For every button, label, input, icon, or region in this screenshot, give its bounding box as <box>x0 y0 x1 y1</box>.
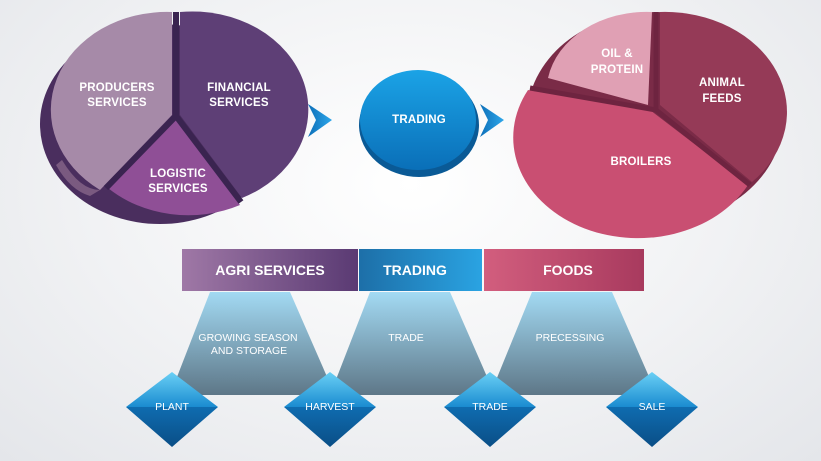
diamond-trade-top <box>444 372 536 407</box>
growing-season-label: AND STORAGE <box>211 345 287 357</box>
trade-cone-label: TRADE <box>388 332 424 344</box>
trading-bar <box>359 249 482 291</box>
left-pie-chart <box>40 11 309 224</box>
sale-label: SALE <box>639 401 666 413</box>
diamond-trade-bottom <box>444 407 536 447</box>
diamond-sale <box>606 372 698 447</box>
right-pie-chart <box>513 11 787 239</box>
chevron-right-icon <box>308 104 332 137</box>
plant-label: PLANT <box>155 401 189 413</box>
agri-services-bar <box>182 249 358 291</box>
financial-services-label: FINANCIAL <box>207 82 271 94</box>
oil-protein-slice <box>548 11 652 105</box>
logistic-services-label: SERVICES <box>148 183 208 195</box>
broilers-slice <box>513 90 748 239</box>
diamond-plant-top <box>126 372 218 407</box>
diamond-sale-top <box>606 372 698 407</box>
processing-label: PRECESSING <box>536 332 605 344</box>
center-trading-label: TRADING <box>392 114 446 126</box>
foods-bar <box>484 249 644 291</box>
oil-protein-label: PROTEIN <box>591 64 644 76</box>
producers-services-label: SERVICES <box>87 97 147 109</box>
trading-header: TRADING <box>383 262 447 278</box>
chevron-right-icon <box>480 104 504 137</box>
producers-services-label: PRODUCERS <box>79 82 154 94</box>
diamond-plant-bottom <box>126 407 218 447</box>
cone-trade <box>330 292 495 395</box>
diamond-sale-bottom <box>606 407 698 447</box>
agri-services-header: AGRI SERVICES <box>215 262 324 278</box>
producers-services-slice-edge <box>56 160 100 196</box>
logistic-services-slice <box>108 118 240 216</box>
left-pie-divider <box>103 12 244 204</box>
animal-feeds-label: ANIMAL <box>699 77 745 89</box>
right-pie-divider <box>529 12 752 187</box>
trading-ball <box>360 70 476 170</box>
financial-services-label: SERVICES <box>209 97 269 109</box>
oil-protein-label: OIL & <box>601 48 632 60</box>
diamond-harvest-top <box>284 372 376 407</box>
animal-feeds-label: FEEDS <box>702 93 741 105</box>
animal-feeds-slice <box>660 11 787 182</box>
logistic-services-label: LOGISTIC <box>150 168 206 180</box>
producers-services-slice <box>50 11 173 191</box>
cone-processing <box>490 292 657 395</box>
harvest-label: HARVEST <box>305 401 355 413</box>
foods-header: FOODS <box>543 262 593 278</box>
cone-growing-season <box>170 292 335 395</box>
diamond-harvest-bottom <box>284 407 376 447</box>
diamond-trade <box>444 372 536 447</box>
diamond-harvest <box>284 372 376 447</box>
trade-diamond-label: TRADE <box>472 401 508 413</box>
growing-season-label: GROWING SEASON <box>198 332 297 344</box>
broilers-label: BROILERS <box>610 156 671 168</box>
financial-services-slice <box>180 11 309 198</box>
diamond-plant <box>126 372 218 447</box>
